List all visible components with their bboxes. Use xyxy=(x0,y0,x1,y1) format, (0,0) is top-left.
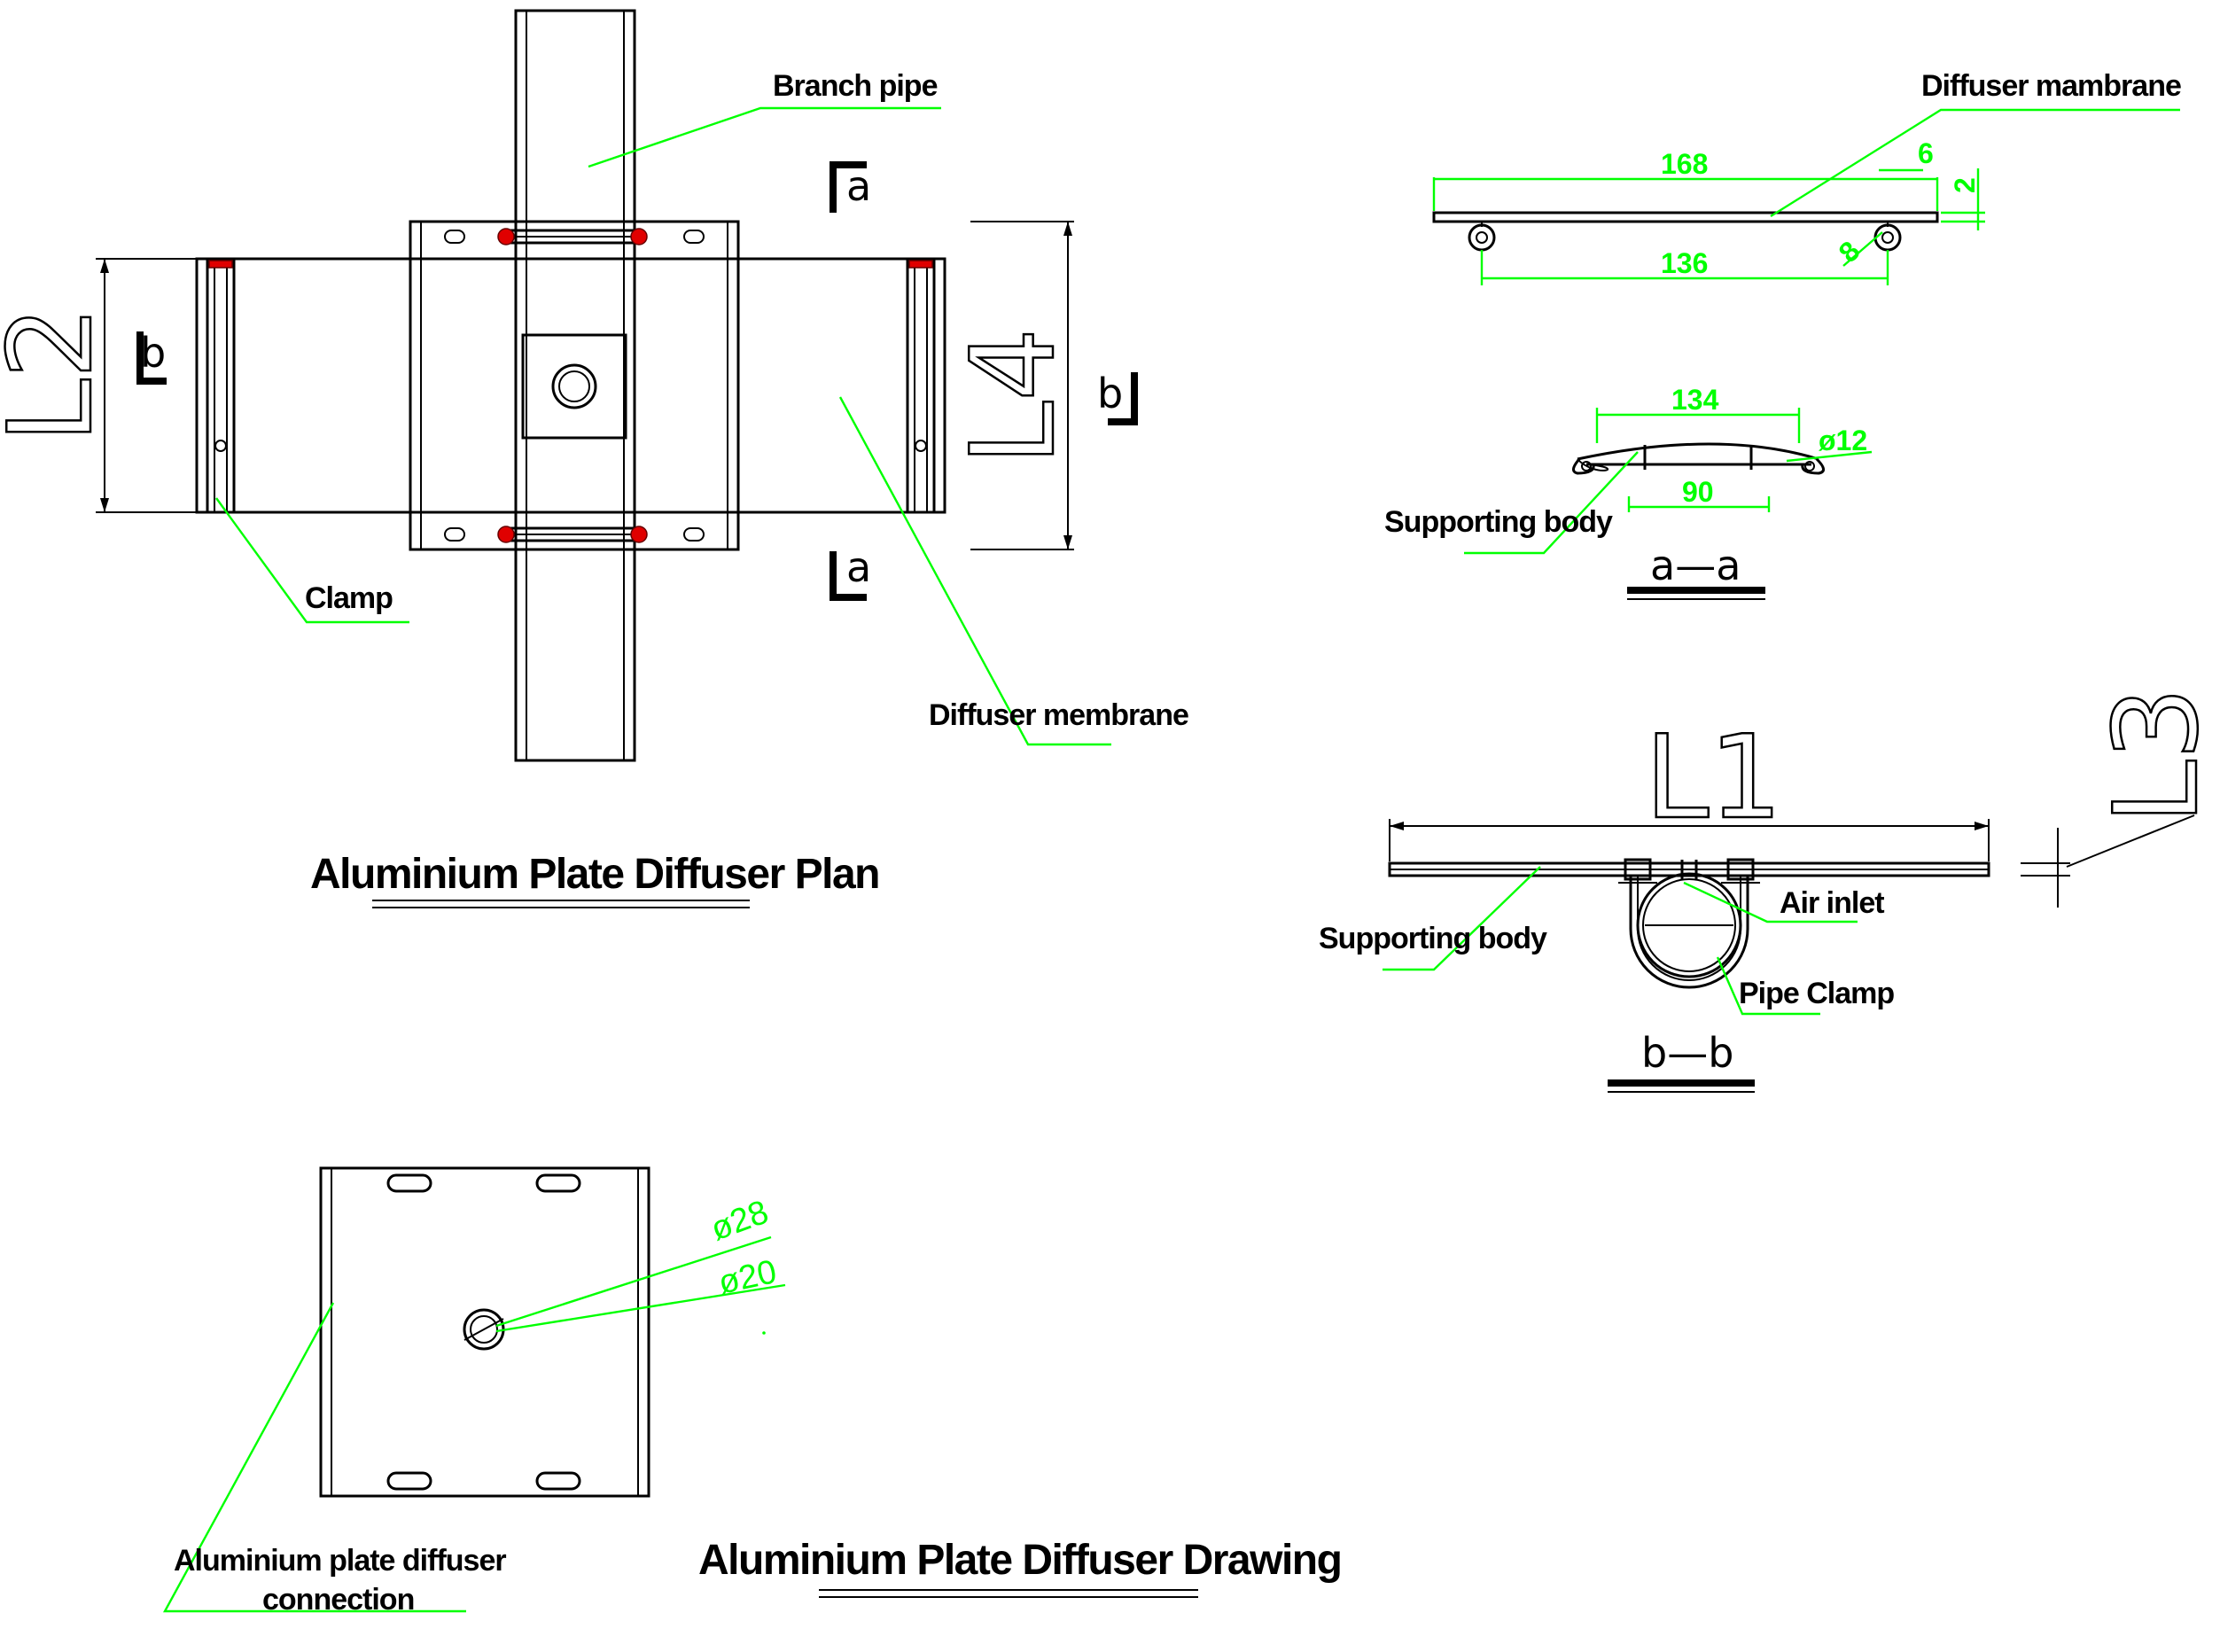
section-bb-name: b—b xyxy=(1641,1029,1733,1077)
dim-6: 6 xyxy=(1918,137,1934,169)
label-connection-line2: connection xyxy=(262,1583,414,1617)
svg-text:a: a xyxy=(846,162,871,210)
label-connection-line1: Aluminium plate diffuser xyxy=(174,1544,506,1578)
dim-l1: L1 xyxy=(1645,710,1782,845)
branch-pipe xyxy=(514,9,636,762)
plan-view: L2 L4 a a b b Branch pipe Clamp Diffuser… xyxy=(0,9,1189,908)
dim-136: 136 xyxy=(1661,247,1708,279)
dim-134: 134 xyxy=(1671,384,1719,416)
section-b-b: L1 L3 Supporting body Air inlet Pipe Cla… xyxy=(1319,686,2220,1093)
dim-l4: L4 xyxy=(946,328,1080,465)
label-supporting-body-aa: Supporting body xyxy=(1384,505,1613,539)
bolt-icon xyxy=(497,526,515,543)
membrane-section: 168 136 6 2 8 Diffuser mambrane xyxy=(1432,69,2182,285)
label-air-inlet: Air inlet xyxy=(1780,886,1884,920)
air-inlet-square xyxy=(521,333,627,440)
diffuser-body xyxy=(195,257,946,514)
dim-90: 90 xyxy=(1682,476,1714,508)
dim-l2: L2 xyxy=(0,306,118,443)
label-clamp: Clamp xyxy=(305,581,393,615)
label-diffuser-mambrane: Diffuser mambrane xyxy=(1921,69,2181,103)
svg-text:b: b xyxy=(1097,370,1123,417)
svg-text:b: b xyxy=(140,329,166,377)
svg-text:a: a xyxy=(846,543,871,591)
bolt-icon xyxy=(630,228,648,245)
mounting-plate xyxy=(409,220,740,551)
inlet-inner-circle xyxy=(470,1315,498,1344)
label-diffuser-membrane: Diffuser membrane xyxy=(929,698,1188,732)
dim-2: 2 xyxy=(1949,177,1981,193)
section-mark-b-right xyxy=(1108,372,1138,425)
connection-plate-view: ø28 ø20 Aluminium plate diffuser connect… xyxy=(162,1166,1343,1617)
pipe-clamp xyxy=(1629,876,1749,989)
section-mark-a-top xyxy=(830,161,867,213)
section-mark-a-bottom xyxy=(830,551,867,601)
dim-168: 168 xyxy=(1661,148,1708,180)
bolt-icon xyxy=(497,228,515,245)
clamp-right xyxy=(906,257,936,514)
section-a-a: 134 90 ø12 Supporting body a—a xyxy=(1384,384,1873,600)
section-aa-name: a—a xyxy=(1650,542,1741,589)
connection-plate xyxy=(319,1166,650,1498)
label-pipe-clamp: Pipe Clamp xyxy=(1739,977,1894,1010)
section-mark-b-left xyxy=(136,331,167,385)
label-branch-pipe: Branch pipe xyxy=(773,69,938,103)
dim-d20: ø20 xyxy=(715,1253,780,1302)
dim-l3: L3 xyxy=(2089,687,2220,824)
drawing-title: Aluminium Plate Diffuser Drawing xyxy=(698,1537,1341,1584)
clamp-left xyxy=(206,257,236,514)
dim-d12: ø12 xyxy=(1819,425,1867,456)
label-supporting-body-bb: Supporting body xyxy=(1319,922,1547,955)
bolt-icon xyxy=(630,526,648,543)
plan-title: Aluminium Plate Diffuser Plan xyxy=(310,851,879,898)
